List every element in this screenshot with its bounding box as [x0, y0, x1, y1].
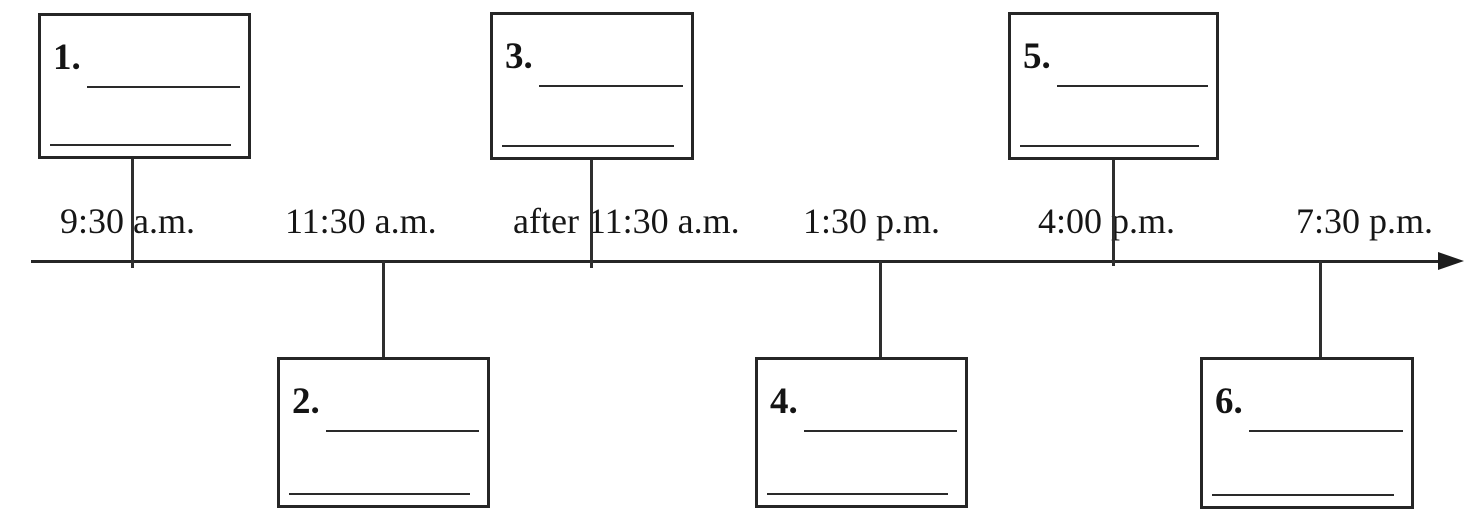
box-number: 1.: [53, 37, 81, 78]
time-label-after-1130am: after 11:30 a.m.: [513, 201, 740, 241]
time-label-1130am: 11:30 a.m.: [285, 201, 437, 241]
connector-box3-to-timeline: [590, 158, 593, 268]
answer-blank-line-1: [87, 86, 240, 88]
answer-blank-line-1: [326, 430, 479, 432]
answer-blank-line-2: [1020, 145, 1199, 147]
connector-box5-to-timeline: [1112, 159, 1115, 266]
connector-timeline-to-box2: [382, 261, 385, 358]
event-box-6: 6.: [1200, 357, 1414, 509]
connector-timeline-to-box6: [1319, 261, 1322, 358]
event-box-4: 4.: [755, 357, 968, 508]
timeline-axis: [31, 260, 1444, 263]
time-label-930am: 9:30 a.m.: [60, 201, 195, 241]
event-box-1: 1.: [38, 13, 251, 159]
answer-blank-line-1: [804, 430, 957, 432]
event-box-2: 2.: [277, 357, 490, 508]
answer-blank-line-1: [1057, 85, 1208, 87]
box-number: 5.: [1023, 36, 1051, 77]
time-label-400pm: 4:00 p.m.: [1038, 201, 1176, 241]
time-label-130pm: 1:30 p.m.: [803, 201, 941, 241]
answer-blank-line-1: [1249, 430, 1403, 432]
connector-box1-to-timeline: [131, 158, 134, 268]
answer-blank-line-2: [502, 145, 674, 147]
time-label-730pm: 7:30 p.m.: [1296, 201, 1434, 241]
answer-blank-line-2: [767, 493, 948, 495]
box-number: 4.: [770, 381, 798, 422]
box-number: 6.: [1215, 381, 1243, 422]
event-box-5: 5.: [1008, 12, 1219, 160]
box-number: 2.: [292, 381, 320, 422]
answer-blank-line-1: [539, 85, 683, 87]
box-number: 3.: [505, 36, 533, 77]
arrow-right-icon: [1438, 252, 1464, 270]
answer-blank-line-2: [1212, 494, 1394, 496]
answer-blank-line-2: [289, 493, 470, 495]
event-box-3: 3.: [490, 12, 694, 160]
answer-blank-line-2: [50, 144, 231, 146]
connector-timeline-to-box4: [879, 261, 882, 358]
